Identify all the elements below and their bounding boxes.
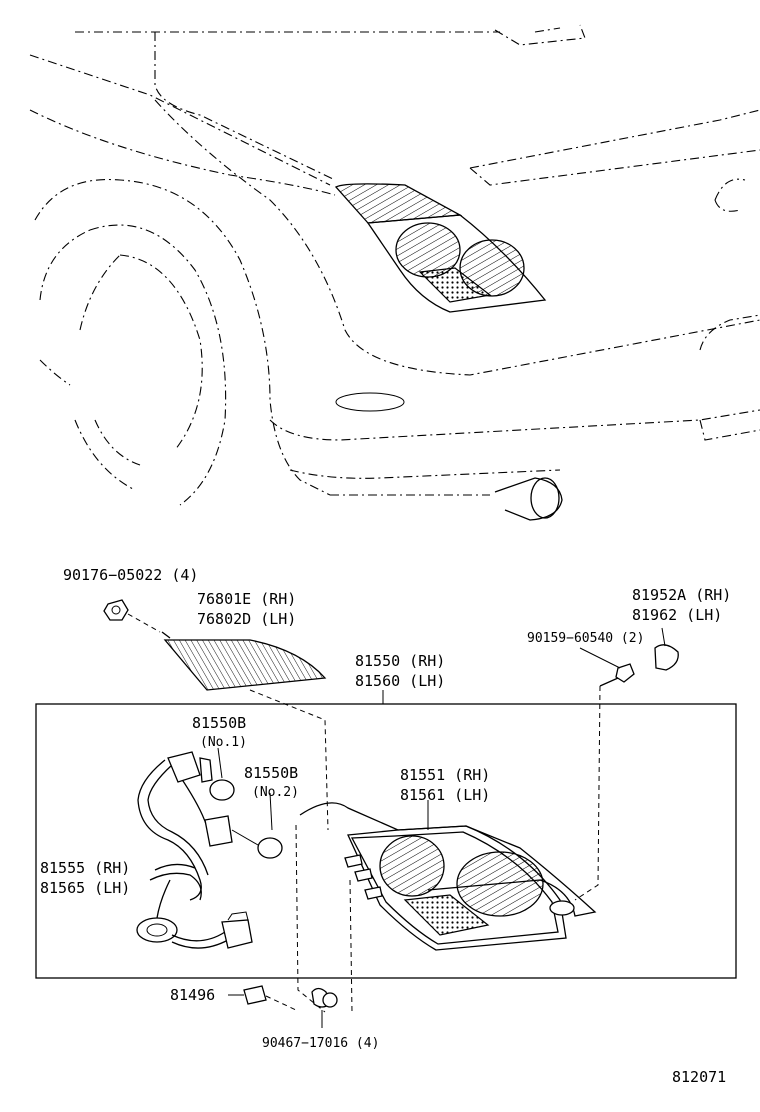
label-81550b-no1: 81550B xyxy=(192,714,246,732)
screw-90159 xyxy=(574,647,635,901)
socket-wire-81555 xyxy=(136,751,283,949)
label-90467: 90467−17016 (4) xyxy=(262,1036,379,1051)
clip-81496 xyxy=(228,985,297,1011)
lens-81551 xyxy=(295,802,597,1013)
label-81565: 81565 (LH) xyxy=(40,879,130,897)
figure-number: 812071 xyxy=(672,1068,726,1086)
label-81555: 81555 (RH) xyxy=(40,859,130,877)
label-76801e: 76801E (RH) xyxy=(197,590,296,608)
label-90176: 90176−05022 (4) xyxy=(63,566,198,584)
label-no2: (No.2) xyxy=(252,785,299,800)
label-90159: 90159−60540 (2) xyxy=(527,631,644,646)
label-no1: (No.1) xyxy=(200,735,247,750)
label-81560: 81560 (LH) xyxy=(355,672,445,690)
car-rear-outline xyxy=(29,24,760,521)
label-81952a: 81952A (RH) xyxy=(632,586,731,604)
garnish-76801 xyxy=(161,631,329,831)
assembly-box xyxy=(35,703,737,979)
label-81550b-no2: 81550B xyxy=(244,764,298,782)
nut-90467 xyxy=(311,987,338,1028)
label-81551: 81551 (RH) xyxy=(400,766,490,784)
label-81496: 81496 xyxy=(170,986,215,1004)
label-76802d: 76802D (LH) xyxy=(197,610,296,628)
nut-90176 xyxy=(103,599,161,633)
cover-81952 xyxy=(654,627,679,671)
label-81550: 81550 (RH) xyxy=(355,652,445,670)
label-81962: 81962 (LH) xyxy=(632,606,722,624)
label-81561: 81561 (LH) xyxy=(400,786,490,804)
car-tail-lamp xyxy=(334,183,547,313)
